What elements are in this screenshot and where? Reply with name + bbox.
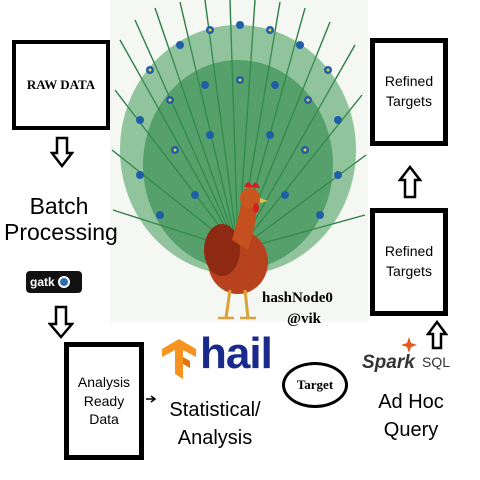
watermark-line2: @vik — [287, 311, 321, 327]
gatk-search-icon — [57, 276, 70, 288]
spark-sql-logo: Spark SQL — [362, 336, 462, 376]
rooster — [204, 182, 268, 320]
statistical-analysis-line2: Analysis — [177, 427, 253, 449]
statistical-analysis-line1: Statistical/ — [169, 399, 261, 421]
ad-hoc-query-line1: Ad Hoc — [378, 391, 444, 413]
tensorflow-logo — [162, 339, 196, 379]
refined-targets-mid-label: Refined Targets — [385, 242, 433, 281]
spark-star-icon — [401, 337, 417, 353]
ad-hoc-query-line2: Query — [383, 419, 439, 441]
refined-targets-mid-box: Refined Targets — [370, 208, 448, 316]
raw-data-box: RAW DATA — [12, 40, 110, 130]
raw-data-label: RAW DATA — [26, 77, 96, 92]
arrow-up-2 — [426, 320, 448, 350]
arrow-right-small — [146, 395, 157, 403]
refined-targets-mid-line1: Refined — [384, 243, 434, 260]
batch-processing-line2: Processing — [4, 219, 118, 246]
watermark-line1: hashNode0 — [262, 290, 333, 306]
feather-eye-centers — [148, 28, 330, 152]
hail-logo: hail — [200, 329, 273, 378]
gatk-logo-text: gatk — [30, 275, 55, 289]
batch-processing-label: Batch Processing — [4, 193, 118, 246]
analysis-ready-data-box: Analysis Ready Data — [64, 342, 144, 460]
arrow-down-2 — [48, 305, 74, 339]
analysis-ready-data-line1: Analysis — [77, 373, 131, 390]
sql-logo-text: SQL — [422, 354, 451, 370]
analysis-ready-data-label: Analysis Ready Data — [78, 373, 130, 430]
refined-targets-top-line1: Refined — [384, 73, 434, 90]
batch-processing-line1: Batch — [29, 193, 89, 219]
peacock-rooster-image — [110, 0, 368, 322]
analysis-ready-data-line3: Data — [89, 411, 119, 428]
spark-logo-text: Spark — [362, 352, 415, 373]
refined-targets-mid-line2: Targets — [386, 263, 432, 279]
refined-targets-top-line2: Targets — [386, 93, 432, 109]
refined-targets-top-box: Refined Targets — [370, 38, 448, 146]
target-node: Target — [282, 362, 348, 408]
analysis-ready-data-line2: Ready — [83, 392, 125, 409]
statistical-analysis-label: Statistical/ Analysis — [160, 396, 270, 452]
gatk-logo: gatk — [26, 271, 82, 293]
arrow-down-1 — [50, 136, 74, 168]
ad-hoc-query-label: Ad Hoc Query — [356, 388, 466, 444]
arrow-up-1 — [398, 165, 422, 199]
target-label: Target — [296, 377, 334, 392]
feather-eyes — [136, 21, 342, 219]
refined-targets-top-label: Refined Targets — [385, 72, 433, 111]
